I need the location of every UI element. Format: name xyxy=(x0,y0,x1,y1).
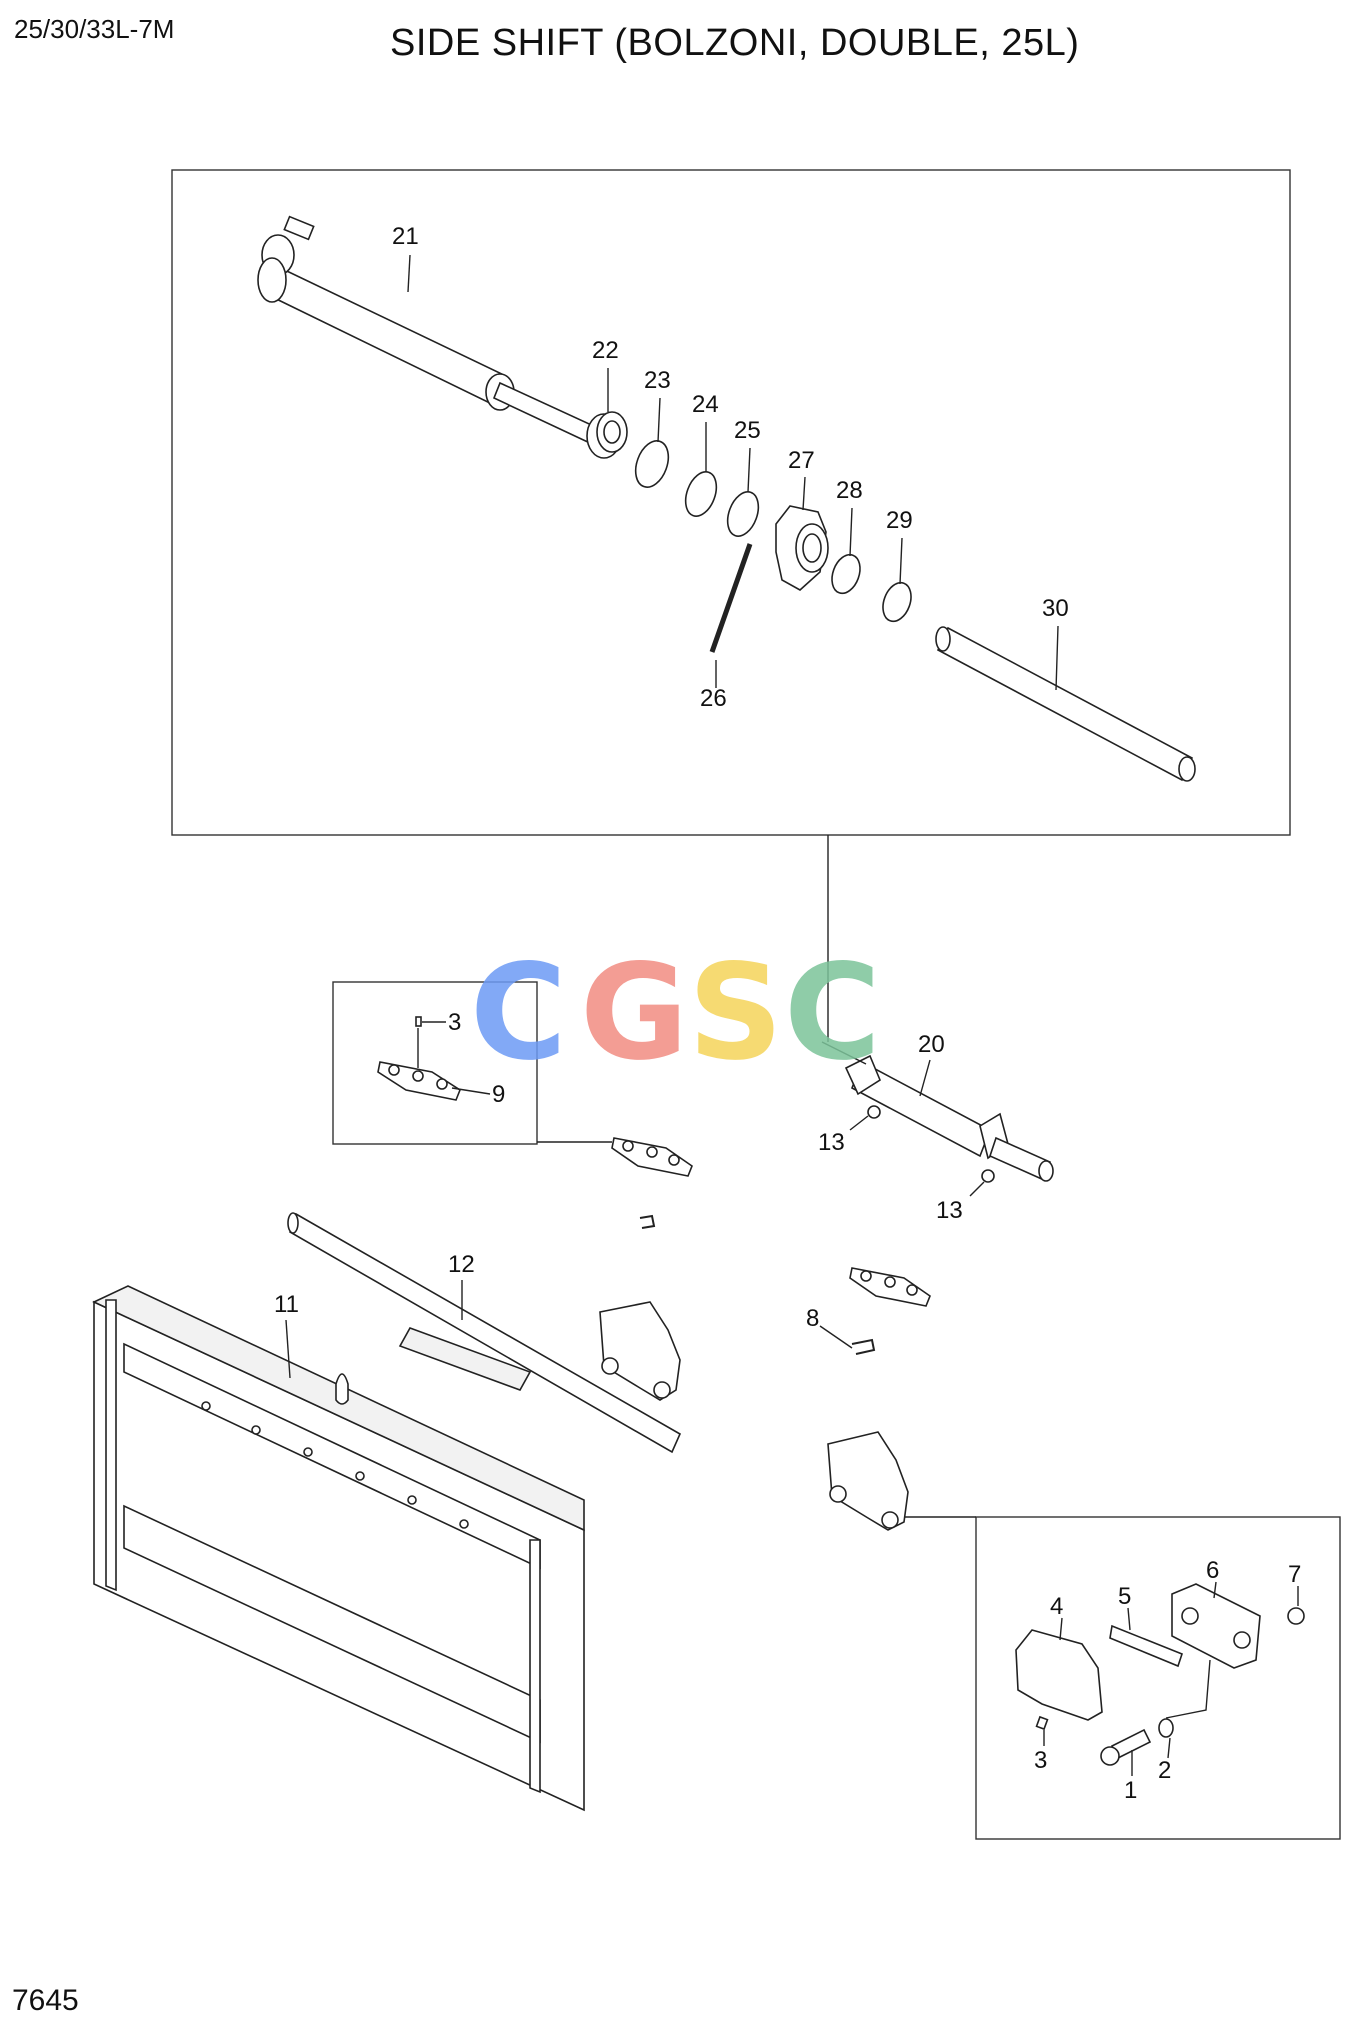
callout-28: 28 xyxy=(836,477,863,504)
callout-5: 5 xyxy=(1118,1583,1131,1610)
fork-carriage-11 xyxy=(92,1285,585,1812)
cgsc-watermark: C G S C xyxy=(470,936,881,1090)
callout-1: 1 xyxy=(1124,1777,1137,1804)
callout-3-pad: 3 xyxy=(1034,1747,1047,1774)
callout-7: 7 xyxy=(1288,1561,1301,1588)
watermark-letter-c1: C xyxy=(470,936,567,1090)
shim-5 xyxy=(1109,1624,1183,1668)
nut-7 xyxy=(1287,1607,1305,1625)
bolt-1 xyxy=(1100,1728,1152,1766)
page-title: SIDE SHIFT (BOLZONI, DOUBLE, 25L) xyxy=(390,22,1079,64)
cylinder-barrel-21 xyxy=(257,215,515,411)
callout-11: 11 xyxy=(274,1291,299,1318)
callout-23: 23 xyxy=(644,367,671,394)
piston-rod-inner xyxy=(492,381,600,446)
callout-12: 12 xyxy=(448,1251,475,1278)
callout-13-lower: 13 xyxy=(936,1197,963,1224)
clip-8 xyxy=(851,1338,876,1355)
watermark-letter-g: G xyxy=(580,936,688,1090)
o-ring-24 xyxy=(684,471,718,517)
callout-8: 8 xyxy=(806,1305,819,1332)
clip-upper xyxy=(639,1214,656,1229)
callout-26: 26 xyxy=(700,685,727,712)
callout-27: 27 xyxy=(788,447,815,474)
cylinder-assembly-20 xyxy=(844,1054,1054,1182)
bracket-plate-upper xyxy=(611,1137,693,1177)
callout-20: 20 xyxy=(918,1031,945,1058)
pad-block-6 xyxy=(1171,1583,1261,1669)
watermark-letter-c2: C xyxy=(784,936,881,1090)
callout-3-bracket: 3 xyxy=(448,1009,461,1036)
dust-seal-29 xyxy=(882,581,912,623)
bracket-plate-lower xyxy=(849,1267,931,1307)
cylinder-detail-frame xyxy=(171,169,1291,836)
wiper-28 xyxy=(831,553,861,595)
model-code: 25/30/33L-7M xyxy=(14,14,174,44)
spring-pin-3-detail xyxy=(415,1016,422,1027)
callout-labels: 21 22 23 24 25 27 28 29 30 26 3 9 20 13 … xyxy=(274,223,1301,1804)
callout-29: 29 xyxy=(886,507,913,534)
callout-9: 9 xyxy=(492,1081,505,1108)
wear-pad-cover-4 xyxy=(1015,1629,1103,1721)
pad-detail-frame xyxy=(975,1516,1341,1840)
slide-block-lower xyxy=(827,1431,909,1531)
callout-6: 6 xyxy=(1206,1557,1219,1584)
piston-22 xyxy=(586,411,628,459)
slide-rail-12 xyxy=(287,1212,682,1454)
spring-pin-3-pad xyxy=(1035,1715,1049,1731)
washer-2 xyxy=(1158,1718,1174,1738)
bracket-detail-frame xyxy=(332,981,538,1145)
seal-ring-23 xyxy=(634,440,670,488)
callout-30: 30 xyxy=(1042,595,1069,622)
retaining-wire-26 xyxy=(709,543,753,653)
callout-2: 2 xyxy=(1158,1757,1171,1784)
watermark-letter-s: S xyxy=(688,936,783,1090)
slide-block-upper xyxy=(599,1301,681,1401)
bracket-plate-9-detail xyxy=(377,1061,461,1101)
callout-24: 24 xyxy=(692,391,719,418)
backup-ring-25 xyxy=(726,491,760,537)
callout-22: 22 xyxy=(592,337,619,364)
callout-21: 21 xyxy=(392,223,419,250)
rod-30 xyxy=(935,626,1196,782)
rod-guide-27 xyxy=(775,505,829,591)
fitting-13-upper xyxy=(867,1105,881,1119)
callout-4: 4 xyxy=(1050,1593,1063,1620)
page-number: 7645 xyxy=(12,1984,79,2017)
fitting-13-lower xyxy=(981,1169,995,1183)
callout-25: 25 xyxy=(734,417,761,444)
callout-13-upper: 13 xyxy=(818,1129,845,1156)
